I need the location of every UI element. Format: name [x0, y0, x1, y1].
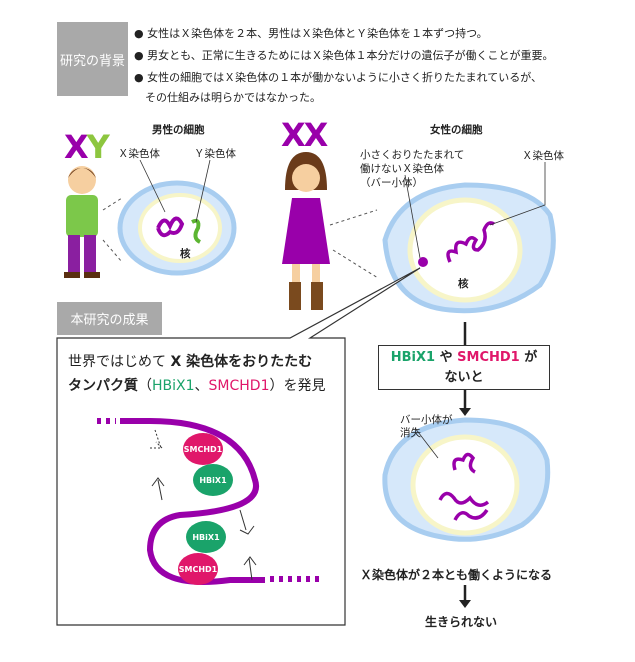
smchd1-protein: SMCHD1 [183, 433, 223, 465]
condition-text: や [435, 350, 458, 365]
barr-label-line: 働けないＸ染色体 [360, 163, 444, 175]
male-x-label: Ｘ染色体 [118, 148, 160, 160]
background-bullet: ● 女性の細胞ではＸ染色体の１本が働かないように小さく折りたたまれているが、 [134, 71, 542, 84]
outcome-text-1: Ｘ染色体が２本とも働くようになる [360, 568, 553, 582]
barr-body-label: 小さくおりたたまれて 働けないＸ染色体 （バー小体） [360, 148, 464, 190]
headline-text: （ [138, 378, 152, 394]
background-bullet: ● 女性はＸ染色体を２本、男性はＸ染色体とＹ染色体を１本ずつ持つ。 [134, 27, 488, 40]
female-cell [329, 162, 556, 314]
barr-label-line: 小さくおりたたまれて [360, 149, 465, 161]
male-cell [102, 159, 237, 276]
headline-text: ）を発見 [269, 378, 326, 394]
hbix1-protein: HBiX1 [186, 521, 226, 553]
condition-text: ないと [444, 370, 484, 385]
barr-lost-line: バー小体が [400, 414, 453, 426]
x-letter: X [64, 128, 89, 166]
barr-body [418, 257, 428, 267]
background-bullet: その仕組みは明らかではなかった。 [134, 91, 321, 104]
background-bullet: ● 男女とも、正常に生きるためにはＸ染色体１本分だけの遺伝子が働くことが重要。 [134, 49, 554, 62]
smchd1-protein: SMCHD1 [178, 553, 218, 585]
cell-no-barr-body [382, 417, 551, 542]
female-cell-title: 女性の細胞 [430, 124, 483, 136]
headline-text-bold: X 染色体をおりたたむ [170, 354, 313, 370]
barr-label-line: （バー小体） [360, 177, 423, 189]
background-label: 研究の背景 [57, 22, 128, 96]
smchd1-name: SMCHD1 [208, 378, 270, 394]
male-y-label: Ｙ染色体 [194, 148, 236, 160]
result-label: 本研究の成果 [57, 302, 162, 335]
x-chromosome [156, 216, 185, 238]
result-headline: 世界ではじめて X 染色体をおりたたむ タンパク質（HBiX1、SMCHD1）を… [68, 350, 326, 398]
condition-text: が [519, 350, 538, 365]
folding-diagram [97, 418, 320, 585]
headline-text: 世界ではじめて [68, 354, 171, 370]
hbix1-name: HBiX1 [390, 350, 436, 365]
smchd1-name: SMCHD1 [457, 350, 520, 365]
male-figure [64, 166, 100, 278]
female-nucleus-label: 核 [458, 278, 469, 290]
hbix1-protein: HBiX1 [193, 464, 233, 496]
headline-text-bold: タンパク質 [68, 378, 138, 394]
male-cell-title: 男性の細胞 [152, 124, 205, 136]
barr-lost-line: 消失 [400, 427, 421, 439]
condition-box: HBiX1 や SMCHD1 が ないと [378, 345, 550, 390]
female-sex-label: XX [281, 116, 328, 154]
hbix1-name: HBiX1 [152, 378, 195, 394]
female-x-label: Ｘ染色体 [522, 150, 564, 162]
male-nucleus-label: 核 [180, 248, 191, 260]
barr-lost-label: バー小体が 消失 [400, 414, 453, 440]
y-letter: Y [86, 128, 110, 166]
outcome-text-2: 生きられない [425, 615, 498, 629]
female-figure [282, 152, 330, 310]
y-chromosome [191, 218, 202, 244]
headline-text: 、 [194, 378, 209, 394]
male-sex-label: XY [64, 128, 110, 166]
